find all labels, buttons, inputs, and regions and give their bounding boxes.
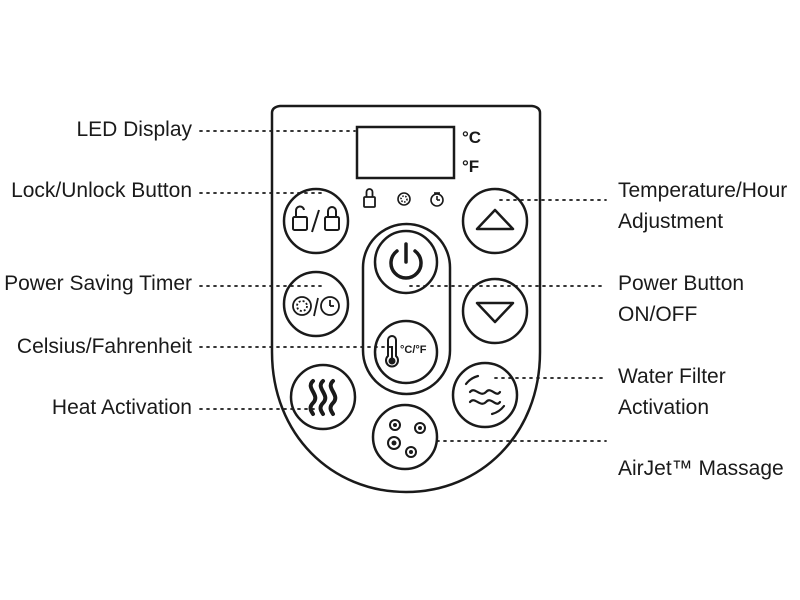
label-lock-unlock: Lock/Unlock Button xyxy=(11,179,192,202)
label-celsius-fahrenheit: Celsius/Fahrenheit xyxy=(16,335,192,358)
lock-icon xyxy=(324,206,340,231)
status-lock-icon xyxy=(363,188,376,208)
label-power-button-1: Power Button xyxy=(618,272,745,295)
airjet-button[interactable] xyxy=(371,403,439,471)
down-arrow-icon xyxy=(475,301,515,324)
label-power-saving-timer: Power Saving Timer xyxy=(4,272,192,295)
status-timer-icon xyxy=(397,192,411,206)
celsius-fahrenheit-button[interactable] xyxy=(373,319,439,385)
unit-celsius: °C xyxy=(462,128,482,147)
unit-fahrenheit: °F xyxy=(462,157,480,176)
water-filter-icon xyxy=(464,374,506,416)
thermometer-bulb xyxy=(388,357,396,365)
timer-icon xyxy=(292,296,340,317)
label-led-display: LED Display xyxy=(76,118,192,141)
label-airjet: AirJet™ Massage xyxy=(618,457,784,480)
panel-outline xyxy=(270,104,542,494)
up-arrow-icon xyxy=(475,208,515,231)
temperature-up-button[interactable] xyxy=(461,187,529,255)
leader-lines xyxy=(199,130,607,442)
lock-unlock-button[interactable] xyxy=(282,187,350,255)
label-water-filter-1: Water Filter xyxy=(618,365,726,388)
airjet-icon xyxy=(387,419,426,458)
cf-button-text: °C/°F xyxy=(400,344,427,356)
center-pill xyxy=(361,222,452,396)
led-display xyxy=(355,125,456,180)
water-filter-button[interactable] xyxy=(451,361,519,429)
label-temperature-adjust-2: Adjustment xyxy=(618,210,724,233)
label-water-filter-2: Activation xyxy=(618,396,710,419)
temperature-down-button[interactable] xyxy=(461,277,529,345)
power-icon xyxy=(389,242,423,280)
status-clock-icon xyxy=(430,192,444,207)
heat-wave-icon xyxy=(308,379,338,416)
lock-divider xyxy=(311,209,320,233)
power-saving-timer-button[interactable] xyxy=(282,270,350,338)
label-heat-activation: Heat Activation xyxy=(51,396,192,419)
unlock-icon xyxy=(292,205,308,231)
heat-button[interactable] xyxy=(289,363,357,431)
label-temperature-adjust-1: Temperature/Hour xyxy=(618,179,788,202)
airjet-dots xyxy=(391,423,422,454)
label-power-button-2: ON/OFF xyxy=(618,303,698,326)
power-button[interactable] xyxy=(373,229,439,295)
